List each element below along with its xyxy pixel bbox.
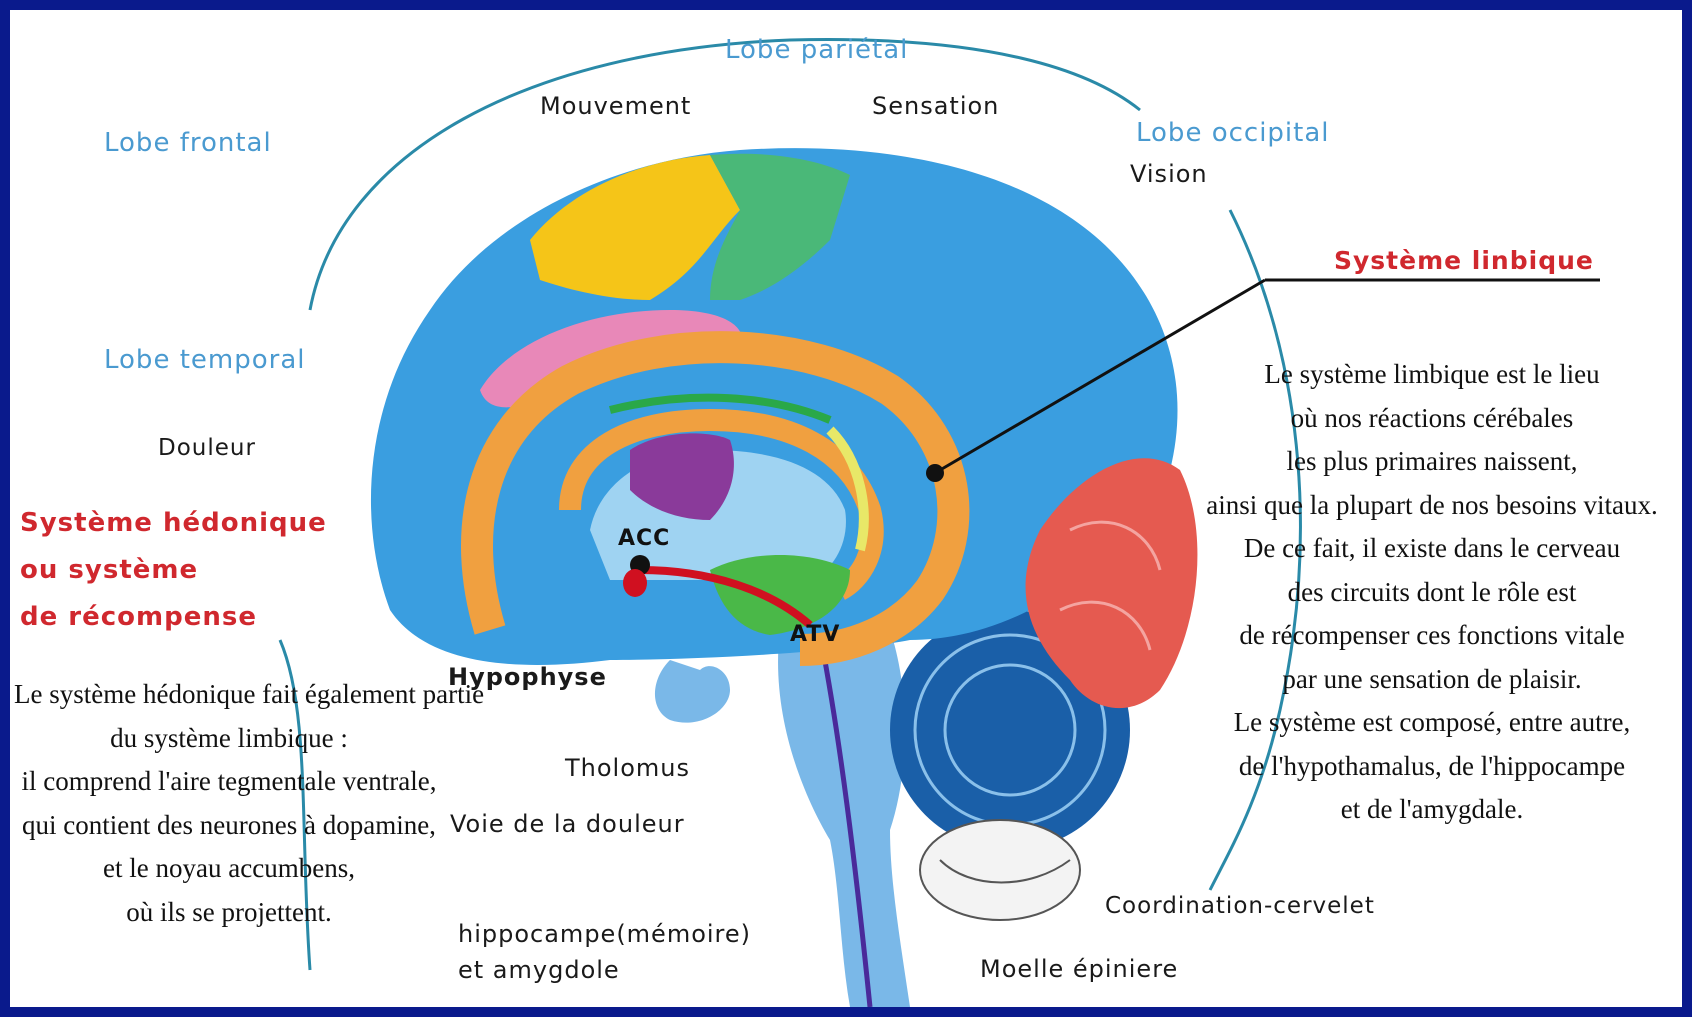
label-voie-douleur: Voie de la douleur (450, 810, 685, 838)
label-tholomus: Tholomus (565, 754, 690, 782)
hedonic-description: Le système hédonique fait également part… (14, 673, 444, 934)
hedonic-text-line: du système limbique : (14, 717, 444, 761)
hedonic-title-line-1: Système hédonique (20, 508, 327, 538)
label-lobe-temporal: Lobe temporal (104, 345, 305, 375)
hedonic-text-line: qui contient des neurones à dopamine, (14, 804, 444, 848)
limbic-text-line: par une sensation de plaisir. (1192, 658, 1672, 702)
label-lobe-parietal: Lobe pariétal (725, 35, 908, 65)
accumbens-spot (623, 569, 647, 597)
hedonic-text-line: et le noyau accumbens, (14, 847, 444, 891)
limbic-text-line: et de l'amygdale. (1192, 788, 1672, 832)
limbic-text-line: les plus primaires naissent, (1192, 440, 1672, 484)
limbic-text-line: Le système limbique est le lieu (1192, 353, 1672, 397)
diagram-frame: Lobe pariétal Mouvement Sensation Lobe f… (10, 10, 1682, 1007)
label-mouvement: Mouvement (540, 92, 691, 120)
limbic-title: Système linbique (1334, 246, 1594, 275)
limbic-text-line: où nos réactions cérébales (1192, 397, 1672, 441)
label-acc: ACC (618, 526, 670, 551)
limbic-pointer-dot (926, 464, 944, 482)
hedonic-text-line: où ils se projettent. (14, 891, 444, 935)
label-hippocampe-2: et amygdole (458, 956, 620, 984)
label-sensation: Sensation (872, 92, 999, 120)
label-coordination: Coordination-cervelet (1105, 893, 1375, 919)
brain-stem (778, 630, 910, 1007)
limbic-description: Le système limbique est le lieu où nos r… (1192, 353, 1672, 832)
hedonic-text-line: Le système hédonique fait également part… (14, 673, 444, 717)
limbic-text-line: de récompenser ces fonctions vitale (1192, 614, 1672, 658)
label-douleur: Douleur (158, 435, 256, 461)
hypophysis-shape (655, 660, 730, 723)
label-moelle: Moelle épiniere (980, 955, 1178, 983)
limbic-text-line: de l'hypothamalus, de l'hippocampe (1192, 745, 1672, 789)
limbic-text-line: Le système est composé, entre autre, (1192, 701, 1672, 745)
hedonic-title-line-3: de récompense (20, 602, 257, 632)
label-hippocampe-1: hippocampe(mémoire) (458, 920, 751, 948)
label-atv: ATV (790, 622, 840, 647)
limbic-text-line: des circuits dont le rôle est (1192, 571, 1672, 615)
label-lobe-occipital: Lobe occipital (1136, 118, 1330, 148)
label-vision: Vision (1130, 160, 1208, 188)
hedonic-text-line: il comprend l'aire tegmentale ventrale, (14, 760, 444, 804)
label-lobe-frontal: Lobe frontal (104, 128, 272, 158)
hedonic-title-line-2: ou système (20, 555, 198, 585)
limbic-text-line: ainsi que la plupart de nos besoins vita… (1192, 484, 1672, 528)
limbic-text-line: De ce fait, il existe dans le cerveau (1192, 527, 1672, 571)
